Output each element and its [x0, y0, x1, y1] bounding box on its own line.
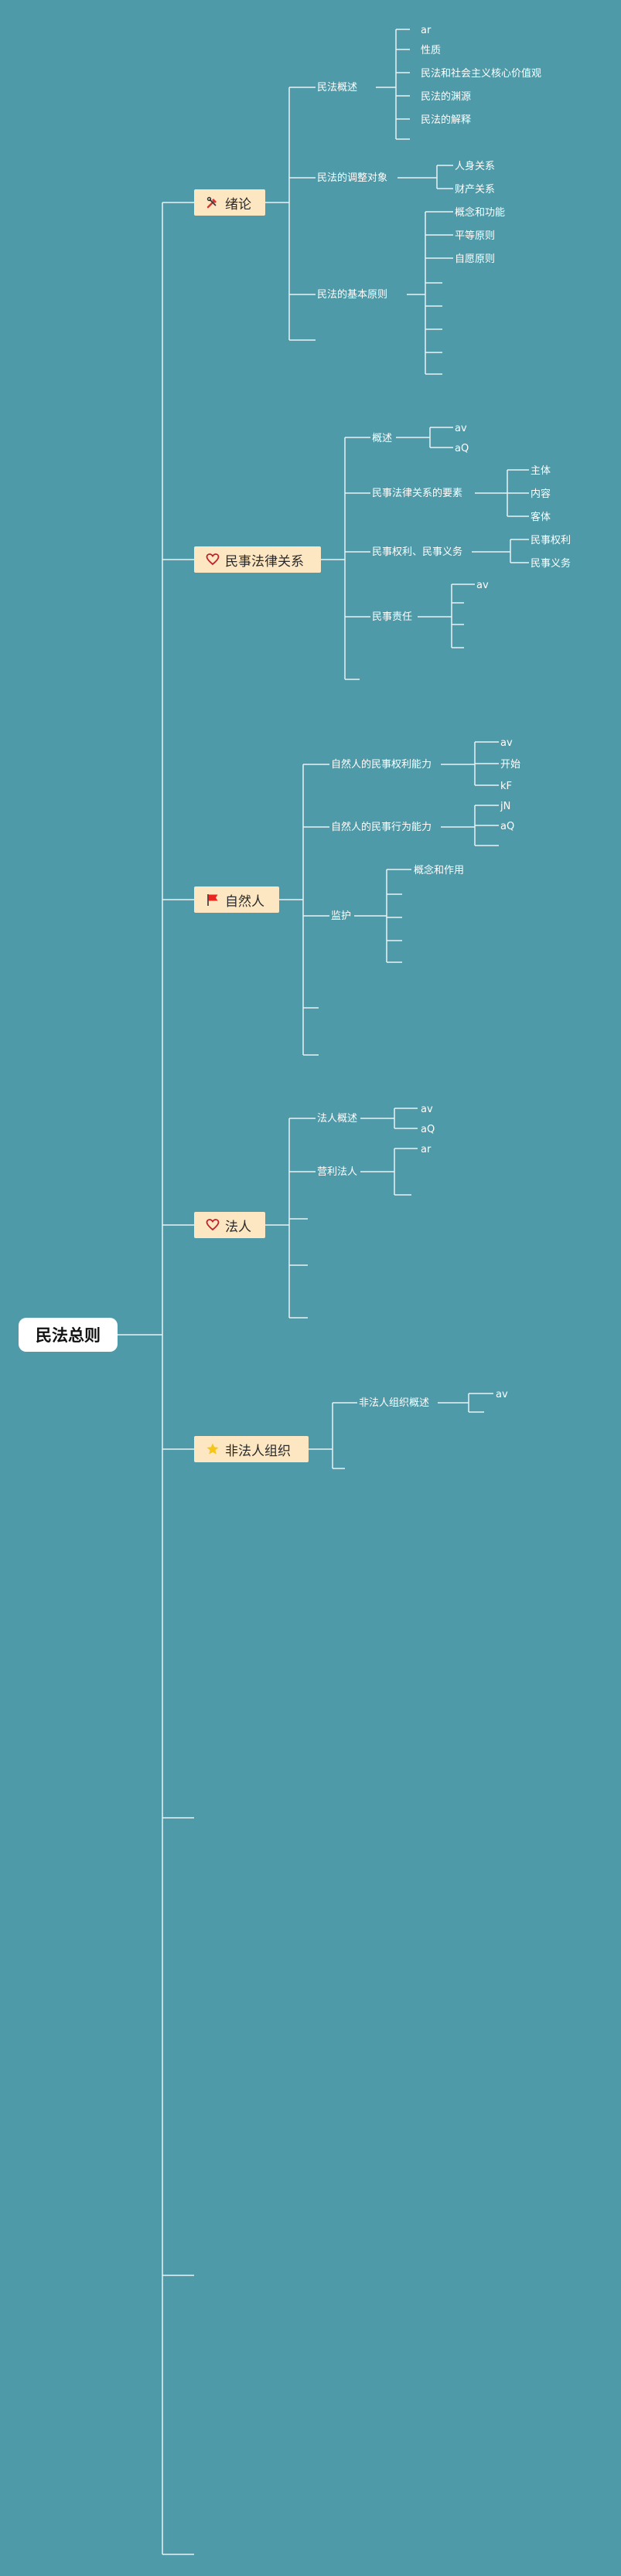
leaf[interactable]: av: [500, 737, 513, 749]
tools-icon: [205, 195, 220, 210]
topic-label: 民事法律关系: [225, 553, 304, 570]
sub-capacity-conduct[interactable]: 自然人的民事行为能力: [331, 822, 432, 833]
leaf[interactable]: 客体: [531, 512, 551, 523]
leaf[interactable]: 平等原则: [455, 230, 496, 242]
topic-natural-person[interactable]: 自然人: [194, 886, 279, 913]
sub-capacity-rights[interactable]: 自然人的民事权利能力: [331, 759, 432, 771]
leaf[interactable]: aQ: [421, 1124, 435, 1135]
topic-civil-legal-relations[interactable]: 民事法律关系: [194, 546, 321, 573]
heart-icon: [205, 552, 220, 567]
leaf[interactable]: ar: [421, 1144, 432, 1155]
root-node[interactable]: 民法总则: [19, 1318, 118, 1352]
leaf[interactable]: 财产关系: [455, 184, 496, 196]
leaf[interactable]: 自愿原则: [455, 254, 496, 265]
leaf[interactable]: kF: [500, 781, 513, 792]
leaf[interactable]: 民事义务: [531, 558, 572, 570]
topic-introduction[interactable]: 绪论: [194, 189, 265, 216]
leaf[interactable]: av: [421, 1104, 433, 1115]
leaf[interactable]: 开始: [500, 759, 521, 771]
leaf[interactable]: 人身关系: [455, 161, 496, 172]
flag-icon: [205, 892, 220, 907]
topic-label: 绪论: [225, 196, 251, 213]
sub-guardianship[interactable]: 监护: [331, 910, 352, 922]
topic-legal-person[interactable]: 法人: [194, 1212, 265, 1238]
sub-overview[interactable]: 概述: [372, 433, 393, 444]
leaf[interactable]: 民法的渊源: [421, 91, 472, 103]
leaf[interactable]: 民法的解释: [421, 114, 472, 126]
leaf[interactable]: 性质: [421, 45, 442, 56]
leaf[interactable]: aQ: [500, 821, 515, 832]
leaf[interactable]: aQ: [455, 443, 469, 454]
leaf[interactable]: av: [455, 423, 467, 434]
sub-adjustment-objects[interactable]: 民法的调整对象: [317, 172, 388, 184]
leaf[interactable]: 内容: [531, 488, 551, 500]
sub-unincorporated-overview[interactable]: 非法人组织概述: [359, 1397, 430, 1409]
leaf[interactable]: av: [476, 580, 489, 591]
sub-basic-principles[interactable]: 民法的基本原则: [317, 289, 388, 301]
topic-label: 自然人: [225, 893, 264, 910]
sub-relation-elements[interactable]: 民事法律关系的要素: [372, 488, 463, 499]
star-icon: [205, 1441, 220, 1457]
heart-icon: [205, 1217, 220, 1233]
sub-legal-person-overview[interactable]: 法人概述: [317, 1113, 358, 1125]
topic-label: 法人: [225, 1219, 251, 1235]
leaf[interactable]: 民事权利: [531, 535, 572, 546]
sub-civil-law-overview[interactable]: 民法概述: [317, 82, 358, 94]
sub-rights-obligations[interactable]: 民事权利、民事义务: [372, 546, 463, 558]
leaf[interactable]: jN: [500, 801, 511, 812]
leaf[interactable]: 概念和功能: [455, 207, 506, 219]
leaf[interactable]: 概念和作用: [414, 865, 465, 876]
leaf[interactable]: ar: [421, 25, 432, 36]
leaf[interactable]: av: [496, 1389, 508, 1400]
topic-label: 非法人组织: [225, 1443, 291, 1459]
leaf[interactable]: 主体: [531, 465, 551, 477]
leaf[interactable]: 民法和社会主义核心价值观: [421, 68, 542, 80]
sub-civil-liability[interactable]: 民事责任: [372, 611, 413, 623]
topic-unincorporated-organization[interactable]: 非法人组织: [194, 1436, 309, 1462]
sub-profit-legal-person[interactable]: 营利法人: [317, 1166, 358, 1178]
